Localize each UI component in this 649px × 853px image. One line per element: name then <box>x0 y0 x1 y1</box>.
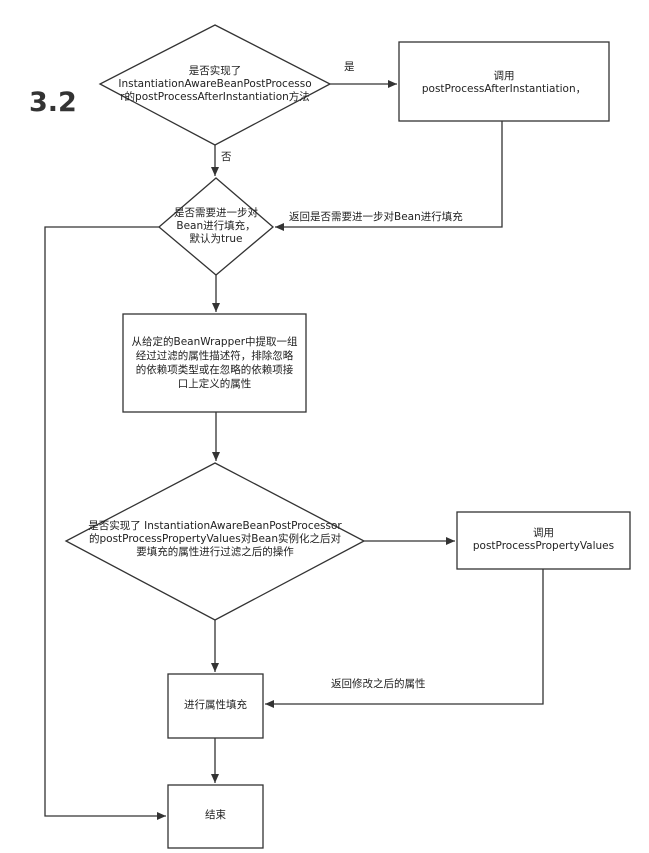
process2-label: 从给定的BeanWrapper中提取一组经过过滤的属性描述符，排除忽略的依赖项类… <box>131 336 298 390</box>
edge-return-props-arrow <box>265 569 544 708</box>
decision2-label: 是否需要进一步对 Bean进行填充， 默认为true <box>174 207 258 245</box>
process-call-after-instantiation <box>398 41 610 122</box>
decision1-label: 是否实现了 InstantiationAwareBeanPostProcesso… <box>118 65 312 103</box>
edge-return-props-label: 返回修改之后的属性 <box>331 678 426 690</box>
process1-label: 调用 postProcessAfterInstantiation， <box>421 70 587 95</box>
edge-no-fill-to-end-arrow <box>44 226 166 820</box>
edge-return-fill-label: 返回是否需要进一步对Bean进行填充 <box>289 211 463 223</box>
process-call-property-values <box>456 511 631 570</box>
process-fill-properties <box>167 673 264 739</box>
edge-no-label: 否 <box>221 151 232 163</box>
decision3-label: 是否实现了 InstantiationAwareBeanPostProcesso… <box>88 520 342 558</box>
edge-return-fill-arrow <box>275 121 503 231</box>
edge-yes-label: 是 <box>344 61 355 73</box>
process3-label: 调用 postProcessPropertyValues <box>472 527 615 552</box>
end-label: 结束 <box>205 809 226 821</box>
process-extract-descriptors <box>122 313 307 413</box>
section-number: 3.2 <box>29 87 77 118</box>
process4-label: 进行属性填充 <box>184 699 247 711</box>
process-end <box>167 784 264 849</box>
